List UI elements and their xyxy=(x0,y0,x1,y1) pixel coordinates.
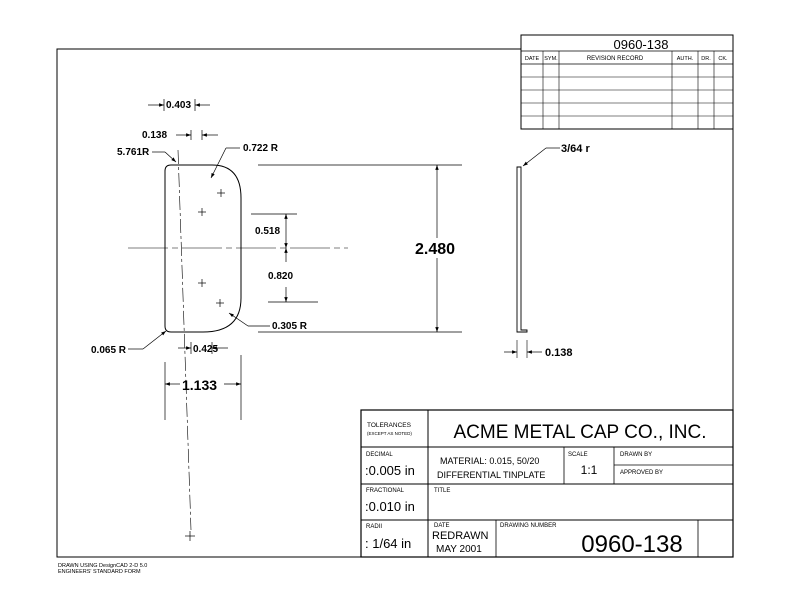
decimal-value: :0.005 in xyxy=(365,463,415,478)
dim-5761: 5.761R xyxy=(117,147,150,158)
radii-value: : 1/64 in xyxy=(365,536,411,551)
rev-header-dr: DR. xyxy=(701,56,711,62)
date-label: DATE xyxy=(434,523,450,529)
dim-0305: 0.305 R xyxy=(272,321,308,332)
fractional-label: FRACTIONAL xyxy=(366,488,405,494)
material-line2: DIFFERENTIAL TINPLATE xyxy=(437,470,545,480)
dim-0722: 0.722 R xyxy=(243,143,279,154)
dim-1133: 1.133 xyxy=(182,377,217,393)
dim-2480: 2.480 xyxy=(415,241,455,258)
radii-label: RADII xyxy=(366,524,382,530)
rev-header-sym: SYM. xyxy=(544,56,558,62)
footer-note: DRAWN USING DesignCAD 2-D 5.0 ENGINEERS'… xyxy=(58,563,147,575)
date-line2: MAY 2001 xyxy=(436,544,482,555)
dimensions-front xyxy=(128,99,462,420)
dim-3-64: 3/64 r xyxy=(561,143,590,155)
part-front-view xyxy=(128,149,348,541)
rev-header-ck: CK. xyxy=(718,56,728,62)
vertical-centerline xyxy=(177,149,192,531)
dim-0138-right: 0.138 xyxy=(545,347,573,359)
dim-0065: 0.065 R xyxy=(91,345,127,356)
tolerances-sub: (EXCEPT AS NOTED) xyxy=(367,431,412,436)
dim-0820: 0.820 xyxy=(268,271,293,282)
title-block: TOLERANCES (EXCEPT AS NOTED) ACME METAL … xyxy=(360,409,734,558)
rev-header-auth: AUTH. xyxy=(677,56,694,62)
dim-0403: 0.403 xyxy=(166,100,191,111)
approved-by-label: APPROVED BY xyxy=(620,470,663,476)
title-label: TITLE xyxy=(434,488,450,494)
company-name: ACME METAL CAP CO., INC. xyxy=(453,422,706,443)
dim-0518: 0.518 xyxy=(255,226,280,237)
drawing-number-label: DRAWING NUMBER xyxy=(500,523,557,529)
dimension-labels: 0.403 0.138 5.761R 0.722 R 0.518 0.820 2… xyxy=(91,100,590,393)
date-line1: REDRAWN xyxy=(432,530,488,542)
rev-header-date: DATE xyxy=(525,56,540,62)
material-line1: MATERIAL: 0.015, 50/20 xyxy=(440,456,539,466)
scale-label: SCALE xyxy=(568,452,588,458)
scale-value: 1:1 xyxy=(581,463,598,477)
top-drawing-number: 0960-138 xyxy=(614,37,669,52)
drawing-number: 0960-138 xyxy=(581,531,682,558)
center-marks xyxy=(185,189,225,541)
revision-table: 0960-138 DATE SYM. REVISION RECORD AUTH.… xyxy=(520,34,734,130)
dim-0138-left: 0.138 xyxy=(142,130,167,141)
part-side-view xyxy=(504,147,560,358)
fractional-value: :0.010 in xyxy=(365,499,415,514)
dim-0425: 0.425 xyxy=(193,344,218,355)
decimal-label: DECIMAL xyxy=(366,452,393,458)
tolerances-label: TOLERANCES xyxy=(367,422,412,429)
rev-header-record: REVISION RECORD xyxy=(587,56,644,62)
footer-line-2: ENGINEERS' STANDARD FORM xyxy=(58,569,141,575)
side-profile xyxy=(516,166,528,333)
part-outline xyxy=(164,164,242,333)
footer-line-1: DRAWN USING DesignCAD 2-D 5.0 xyxy=(58,563,148,569)
drawn-by-label: DRAWN BY xyxy=(620,452,652,458)
